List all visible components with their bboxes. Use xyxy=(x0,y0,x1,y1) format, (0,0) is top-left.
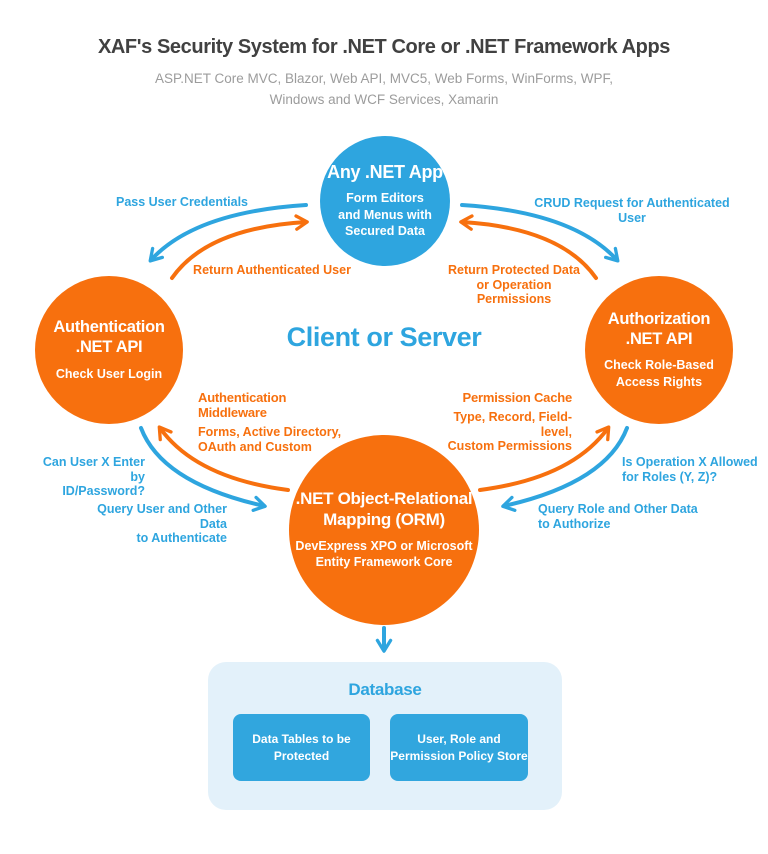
node-any-net-app: Any .NET App Form Editors and Menus with… xyxy=(320,136,450,266)
page-subtitle: ASP.NET Core MVC, Blazor, Web API, MVC5,… xyxy=(154,71,614,107)
node-orm: .NET Object-Relational Mapping (ORM) Dev… xyxy=(289,435,479,625)
label-query-user: Query User and Other Data to Authenticat… xyxy=(97,502,227,545)
note-permission-cache-body: Type, Record, Field-level, Custom Permis… xyxy=(447,410,572,453)
node-any-net-app-body: Form Editors and Menus with Secured Data xyxy=(338,191,432,239)
note-authentication-middleware: Authentication Middleware Forms, Active … xyxy=(198,390,358,454)
note-authentication-middleware-body: Forms, Active Directory, OAuth and Custo… xyxy=(198,425,342,454)
label-can-user-enter: Can User X Enter by ID/Password? xyxy=(42,455,145,498)
label-pass-user-credentials: Pass User Credentials xyxy=(115,195,248,209)
node-any-net-app-title: Any .NET App xyxy=(327,162,443,183)
node-authentication-api-body: Check User Login xyxy=(55,366,163,381)
node-orm-title: .NET Object-Relational Mapping (ORM) xyxy=(295,489,473,529)
label-return-authenticated-user: Return Authenticated User xyxy=(193,263,351,277)
note-permission-cache-title: Permission Cache xyxy=(462,390,572,405)
database-panel: Database Data Tables to be Protected Use… xyxy=(208,662,562,810)
database-title: Database xyxy=(348,680,422,699)
label-return-protected-data: Return Protected Data or Operation Permi… xyxy=(448,263,580,306)
node-authentication-api-title: Authentication .NET API xyxy=(53,317,165,356)
node-authorization-api-title: Authorization .NET API xyxy=(607,309,711,348)
label-crud-request: CRUD Request for Authenticated User xyxy=(534,196,730,225)
node-orm-body: DevExpress XPO or Microsoft Entity Frame… xyxy=(295,538,473,570)
label-is-operation-allowed: Is Operation X Allowed for Roles (Y, Z)? xyxy=(622,455,758,484)
database-box-policy-store: User, Role and Permission Policy Store xyxy=(390,714,528,781)
client-or-server-label: Client or Server xyxy=(286,322,482,352)
label-query-role: Query Role and Other Data to Authorize xyxy=(538,502,698,531)
note-permission-cache: Permission Cache Type, Record, Field-lev… xyxy=(425,390,573,454)
database-box-data-tables: Data Tables to be Protected xyxy=(233,714,370,781)
arrow-pass-user-credentials xyxy=(148,203,308,263)
node-authentication-api: Authentication .NET API Check User Login xyxy=(35,276,183,424)
note-authentication-middleware-title: Authentication Middleware xyxy=(198,390,287,420)
page-title: XAF's Security System for .NET Core or .… xyxy=(97,36,671,58)
node-authorization-api: Authorization .NET API Check Role-Based … xyxy=(585,276,733,424)
node-authorization-api-body: Check Role-Based Access Rights xyxy=(604,358,714,389)
